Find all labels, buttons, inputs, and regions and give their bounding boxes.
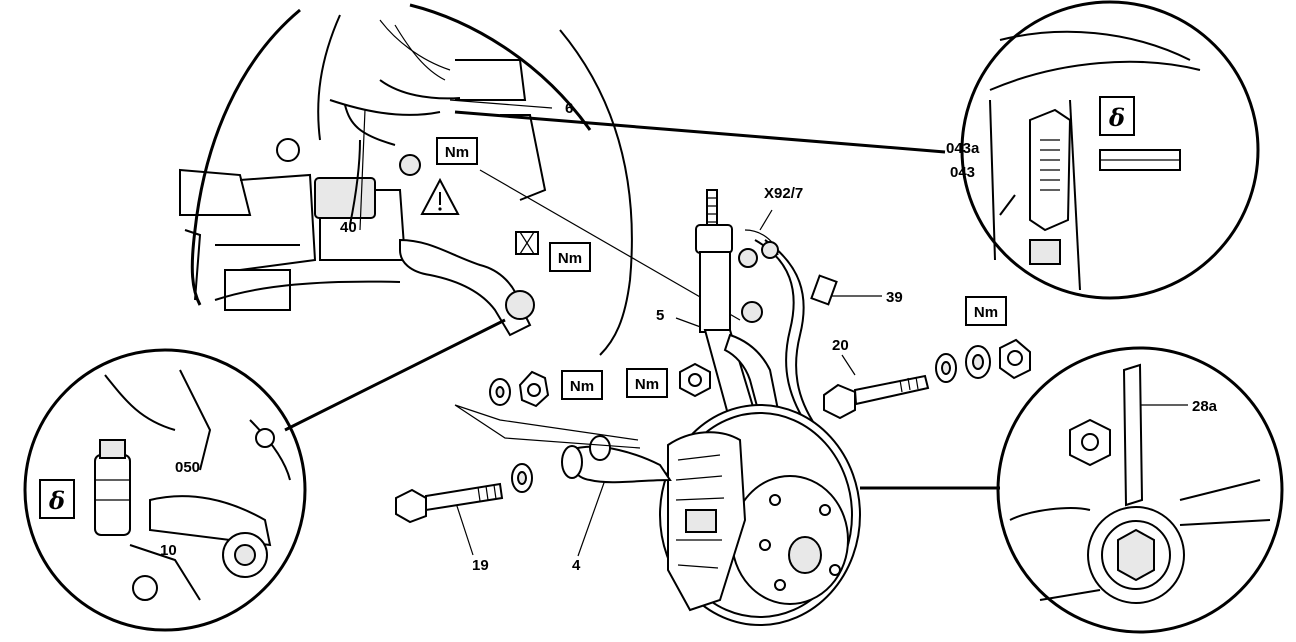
callout-10: 10 [160, 542, 177, 559]
svg-text:Nm: Nm [570, 378, 594, 395]
tie-rod-and-ball-joint [399, 231, 539, 337]
strut-nut [679, 362, 711, 398]
svg-text:Nm: Nm [635, 376, 659, 393]
detail-circle-lower-left [23, 348, 307, 632]
svg-text:Nm: Nm [558, 250, 582, 267]
detail-circle-lower-right [996, 346, 1284, 634]
callout-40: 40 [340, 219, 357, 236]
bolt-19 [395, 463, 533, 524]
callout-20: 20 [832, 337, 849, 354]
warning-triangle-icon [420, 177, 460, 215]
callout-050: 050 [175, 459, 200, 476]
washer-set-upper [489, 370, 550, 408]
leader-lines [284, 99, 1188, 557]
svg-text:ẟ: ẟ [48, 486, 65, 515]
callout-x92-7: X92/7 [764, 185, 803, 202]
callout-6: 6 [565, 100, 573, 117]
torque-badge-1: Nm [436, 137, 478, 165]
svg-text:Nm: Nm [974, 304, 998, 321]
torque-badge-4: Nm [626, 368, 668, 398]
callout-39: 39 [886, 289, 903, 306]
callout-28a: 28a [1192, 398, 1218, 415]
torque-badge-3: Nm [561, 370, 603, 400]
svg-text:Nm: Nm [445, 144, 469, 161]
control-arm [561, 435, 672, 484]
callout-5: 5 [656, 307, 664, 324]
torque-badge-5: Nm [965, 296, 1007, 326]
mounting-group-bracket [454, 404, 641, 449]
callout-19: 19 [472, 557, 489, 574]
svg-text:ẟ: ẟ [1108, 103, 1125, 132]
callout-043a: 043a [946, 140, 980, 157]
callout-4: 4 [572, 557, 581, 574]
brake-disc-and-hub [659, 404, 861, 626]
bolt-20 [823, 374, 930, 420]
detail-circle-upper-right [960, 0, 1260, 300]
callout-043: 043 [950, 164, 975, 181]
special-tool-icon: ẟ [39, 479, 75, 519]
strut-assembly [695, 189, 838, 442]
wheel-housing-assembly [179, 3, 633, 356]
special-tool-icon: ẟ [1099, 96, 1135, 136]
torque-badge-2: Nm [549, 242, 591, 272]
washer-set-right [935, 338, 1031, 383]
